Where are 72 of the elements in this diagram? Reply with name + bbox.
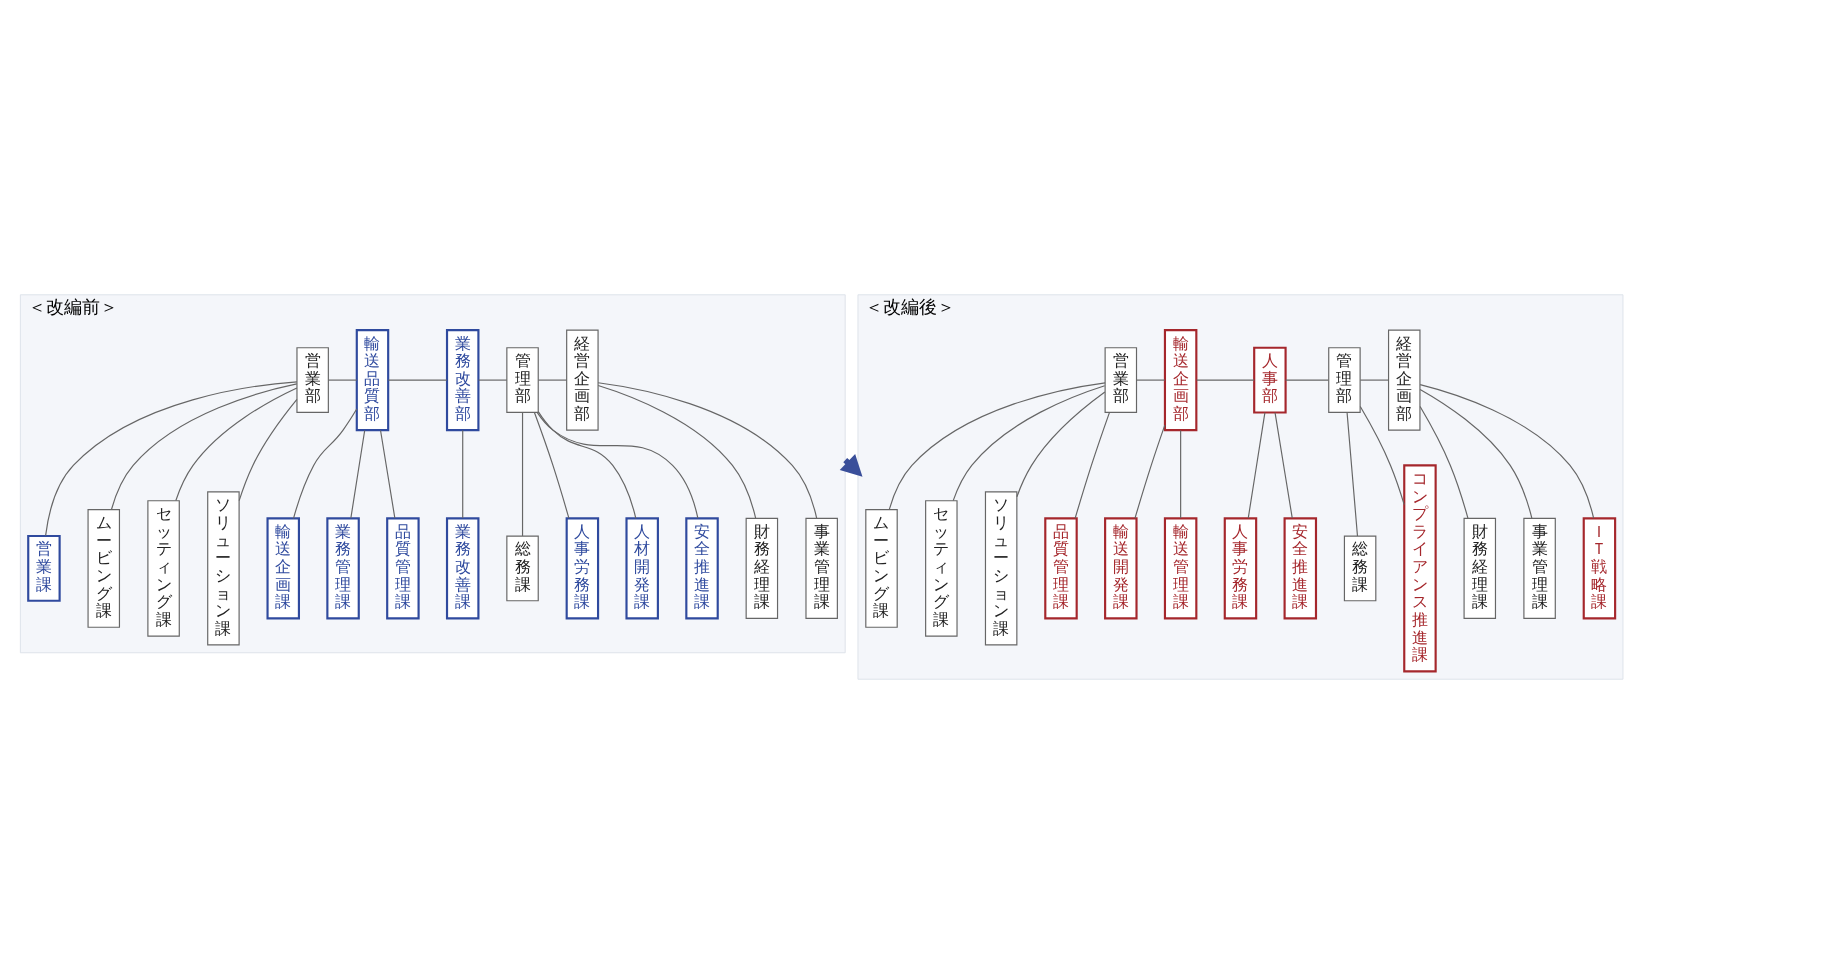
node-box: 業務改善課	[445, 517, 480, 620]
connector	[1196, 379, 1255, 381]
connector	[379, 429, 396, 519]
node-box: 輸送品質部	[355, 329, 390, 432]
node-box: 営業課	[27, 534, 61, 602]
node-box: 品質管理課	[386, 517, 420, 620]
node-box: 財務経理課	[1463, 517, 1497, 619]
connector	[533, 411, 570, 519]
node-box: 輸送開発課	[1104, 517, 1138, 620]
node-box: 輸送管理課	[1163, 517, 1198, 620]
connector	[45, 381, 298, 537]
node-box: 人事部	[1253, 346, 1287, 414]
connector	[175, 387, 298, 502]
connector	[1274, 412, 1293, 519]
connector	[952, 385, 1106, 502]
connector	[521, 412, 524, 537]
node-box: 人事労務課	[565, 517, 600, 620]
connector	[462, 429, 464, 519]
connector	[1359, 406, 1405, 506]
connector	[1419, 388, 1533, 519]
node-box: 業務改善部	[445, 329, 480, 432]
connector	[1136, 379, 1166, 381]
node-box: 人事労務課	[1223, 517, 1258, 620]
connector	[1134, 424, 1166, 519]
connector	[1346, 412, 1359, 537]
connector	[387, 379, 448, 381]
connector	[238, 398, 298, 502]
node-box: 経営企画部	[1387, 329, 1421, 431]
connector	[1285, 379, 1329, 381]
node-box: 管理部	[1328, 347, 1361, 414]
node-box: 事業管理課	[1523, 517, 1556, 619]
connector	[597, 382, 818, 519]
node-box: 安全推進課	[1283, 517, 1318, 620]
node-box: 輸送企画部	[1163, 329, 1198, 432]
node-box: コンプライアンス推進課	[1403, 464, 1437, 673]
node-box: ソリューション課	[207, 491, 240, 646]
connector	[888, 382, 1106, 510]
connector	[1016, 391, 1106, 498]
connector	[537, 410, 637, 519]
node-box: 総務課	[1343, 535, 1377, 602]
connector	[1359, 379, 1390, 381]
connector	[1180, 429, 1182, 519]
node-box: セッティング課	[925, 500, 958, 637]
node-box: 輸送企画課	[266, 517, 300, 620]
node-box: セッティング課	[147, 500, 180, 637]
node-box: ソリューション課	[984, 491, 1018, 646]
node-box: ムービング課	[87, 508, 121, 628]
node-box: 業務管理課	[326, 517, 360, 620]
connector	[1419, 406, 1469, 519]
connector	[1419, 384, 1595, 519]
node-box: 営業部	[1104, 347, 1138, 414]
connector	[536, 412, 699, 519]
connector	[597, 384, 757, 519]
connector	[110, 383, 298, 511]
node-box: ムービング課	[865, 508, 898, 628]
connector	[292, 408, 358, 519]
connector	[478, 379, 508, 381]
connector	[350, 429, 366, 519]
connector	[537, 379, 568, 381]
node-box: 品質管理課	[1044, 517, 1078, 620]
node-box: 安全推進課	[685, 517, 719, 620]
node-box: 財務経理課	[745, 517, 779, 619]
connector	[1247, 412, 1266, 519]
connector	[1074, 412, 1110, 519]
node-box: 経営企画部	[566, 329, 599, 431]
node-box: 人材開発課	[625, 517, 659, 620]
node-box: 営業部	[296, 347, 329, 414]
connector	[327, 379, 358, 381]
node-box: 管理部	[506, 347, 539, 414]
node-box: 事業管理課	[805, 517, 838, 619]
node-box: 総務課	[506, 535, 539, 602]
node-box: ＩＴ戦略課	[1582, 517, 1617, 620]
